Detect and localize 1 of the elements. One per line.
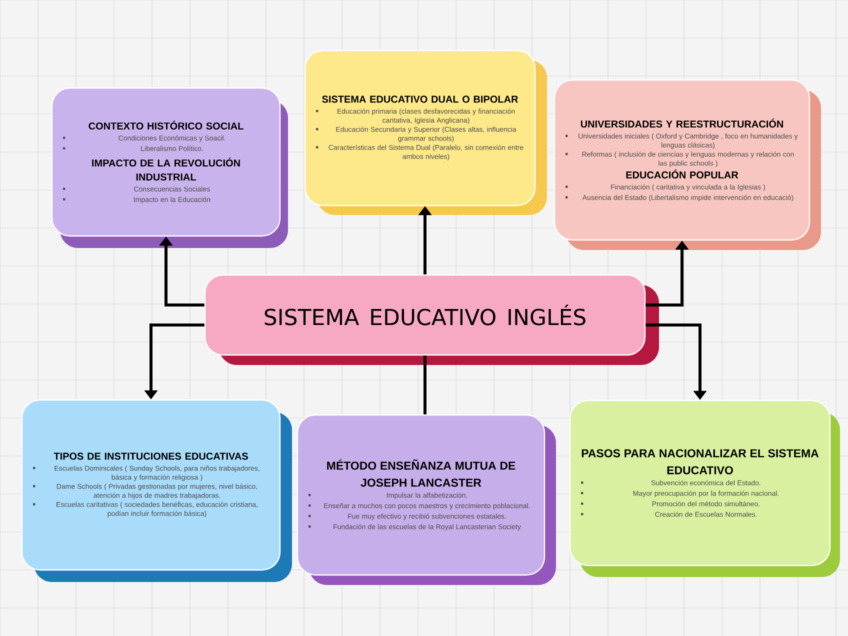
- central-topic-box: SISTEMA EDUCATIVO INGLÉS: [204, 274, 659, 365]
